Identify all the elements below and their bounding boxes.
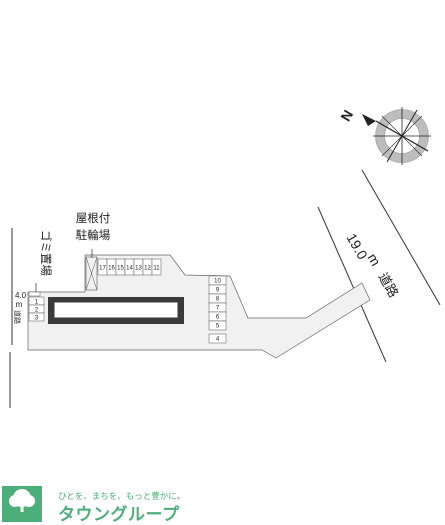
- bicycle-roof: [85, 256, 98, 291]
- right-road-kanji-group: 道路: [375, 270, 402, 301]
- parking-top-group: 17 16 15 14 13 12 11: [97, 258, 162, 276]
- parking-label-7: 7: [216, 306, 220, 312]
- parking-label-16: 16: [108, 266, 115, 272]
- logo-tagline: ひとを、まちを、もっと豊かに。: [58, 492, 186, 502]
- property-lot: [27, 254, 371, 359]
- parking-label-4: 4: [216, 337, 220, 343]
- garbage-box: [28, 291, 41, 297]
- town-group-logo: TOWN GROUP ひとを、まちを、もっと豊かに。 タウングループ: [2, 486, 202, 525]
- left-road-width: 4.0: [15, 291, 27, 300]
- parking-label-14: 14: [126, 266, 133, 272]
- parking-label-15: 15: [117, 266, 124, 272]
- parking-space-5: [208, 320, 227, 331]
- left-road-kanji: 道路: [13, 310, 22, 324]
- bicycle-roof-cross2: [85, 256, 98, 291]
- parking-label-8: 8: [216, 297, 220, 303]
- compass-icon: [362, 107, 431, 165]
- right-road-edge-east: [361, 169, 441, 306]
- building-inner: [53, 301, 179, 319]
- garbage-label: ゴミ置場: [39, 230, 53, 276]
- parking-space-4: [208, 333, 227, 344]
- garbage-label-group: ゴミ置場: [39, 230, 53, 276]
- parking-label-17: 17: [99, 266, 106, 272]
- roof-bicycle-label-2: 駐輪場: [76, 228, 111, 242]
- right-road-edge-west: [317, 206, 387, 363]
- logo-name: タウングループ: [58, 505, 180, 525]
- parking-label-12: 12: [144, 266, 151, 272]
- parking-space-3: [28, 312, 45, 322]
- parking-space-11: [151, 258, 162, 276]
- parking-left-group: 1 2 3: [28, 296, 45, 322]
- parking-label-6: 6: [216, 315, 220, 321]
- parking-label-5: 5: [216, 324, 220, 330]
- parking-label-1: 1: [35, 300, 39, 306]
- parking-label-2: 2: [35, 308, 39, 314]
- parking-right-group: 10 9 8 7 6 5 4: [208, 275, 227, 344]
- parking-label-11: 11: [153, 266, 160, 272]
- logo-sub: TOWN GROUP: [6, 514, 38, 519]
- roof-bicycle-label-1: 屋根付: [76, 211, 111, 225]
- tree-logo-icon: [2, 486, 42, 522]
- north-letter-group: N: [337, 107, 356, 124]
- left-road-unit: m: [16, 300, 23, 309]
- parking-label-9: 9: [216, 288, 220, 294]
- right-road-kanji: 道路: [375, 270, 402, 301]
- left-road-kanji-group: 道路: [13, 310, 22, 324]
- parking-label-10: 10: [214, 279, 221, 285]
- north-letter: N: [337, 107, 356, 124]
- parking-label-13: 13: [135, 266, 142, 272]
- parking-label-3: 3: [35, 316, 39, 322]
